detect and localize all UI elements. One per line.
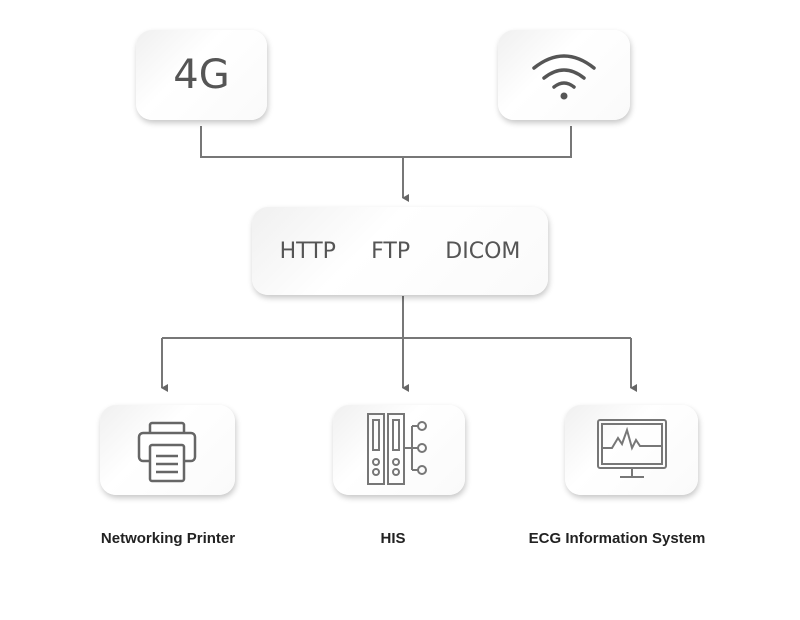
label-ecg-information-system: ECG Information System [528, 530, 706, 547]
wifi-icon [532, 54, 596, 100]
protocols-box: HTTP FTP DICOM [252, 207, 548, 295]
cellular-4g-box: 4G [136, 30, 267, 120]
server-icon [367, 413, 427, 485]
label-his: HIS [380, 530, 406, 547]
protocol-http: HTTP [279, 238, 336, 264]
ecg-monitor-icon [596, 419, 667, 478]
his-box [333, 405, 465, 495]
label-networking-printer: Networking Printer [100, 530, 236, 547]
protocol-dicom: DICOM [445, 238, 521, 264]
printer-icon [137, 421, 196, 483]
cellular-label: 4G [173, 52, 230, 98]
printer-box [100, 405, 235, 495]
wifi-box [498, 30, 630, 120]
protocol-ftp: FTP [371, 238, 411, 264]
ecg-box [565, 405, 698, 495]
